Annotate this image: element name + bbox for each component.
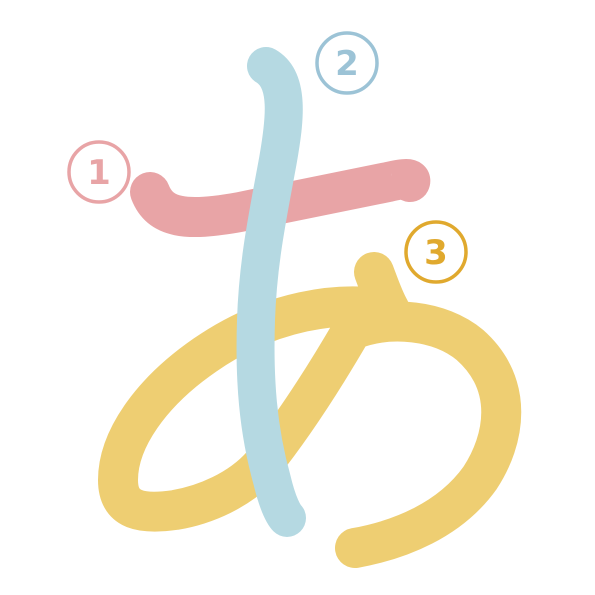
stroke-number-1-circle <box>67 140 131 204</box>
stroke-3 <box>98 252 522 568</box>
stroke-1 <box>130 159 431 237</box>
stroke-number-1-label: 1 <box>87 153 111 193</box>
stroke-number-3-label: 3 <box>424 233 448 273</box>
stroke-number-3: 3 <box>404 220 468 284</box>
stroke-number-2-circle <box>315 31 379 95</box>
stroke-number-2-label: 2 <box>335 44 359 84</box>
stroke-number-2: 2 <box>315 31 379 95</box>
stroke-2 <box>236 47 306 537</box>
stroke-number-3-circle <box>404 220 468 284</box>
stroke-number-1: 1 <box>67 140 131 204</box>
